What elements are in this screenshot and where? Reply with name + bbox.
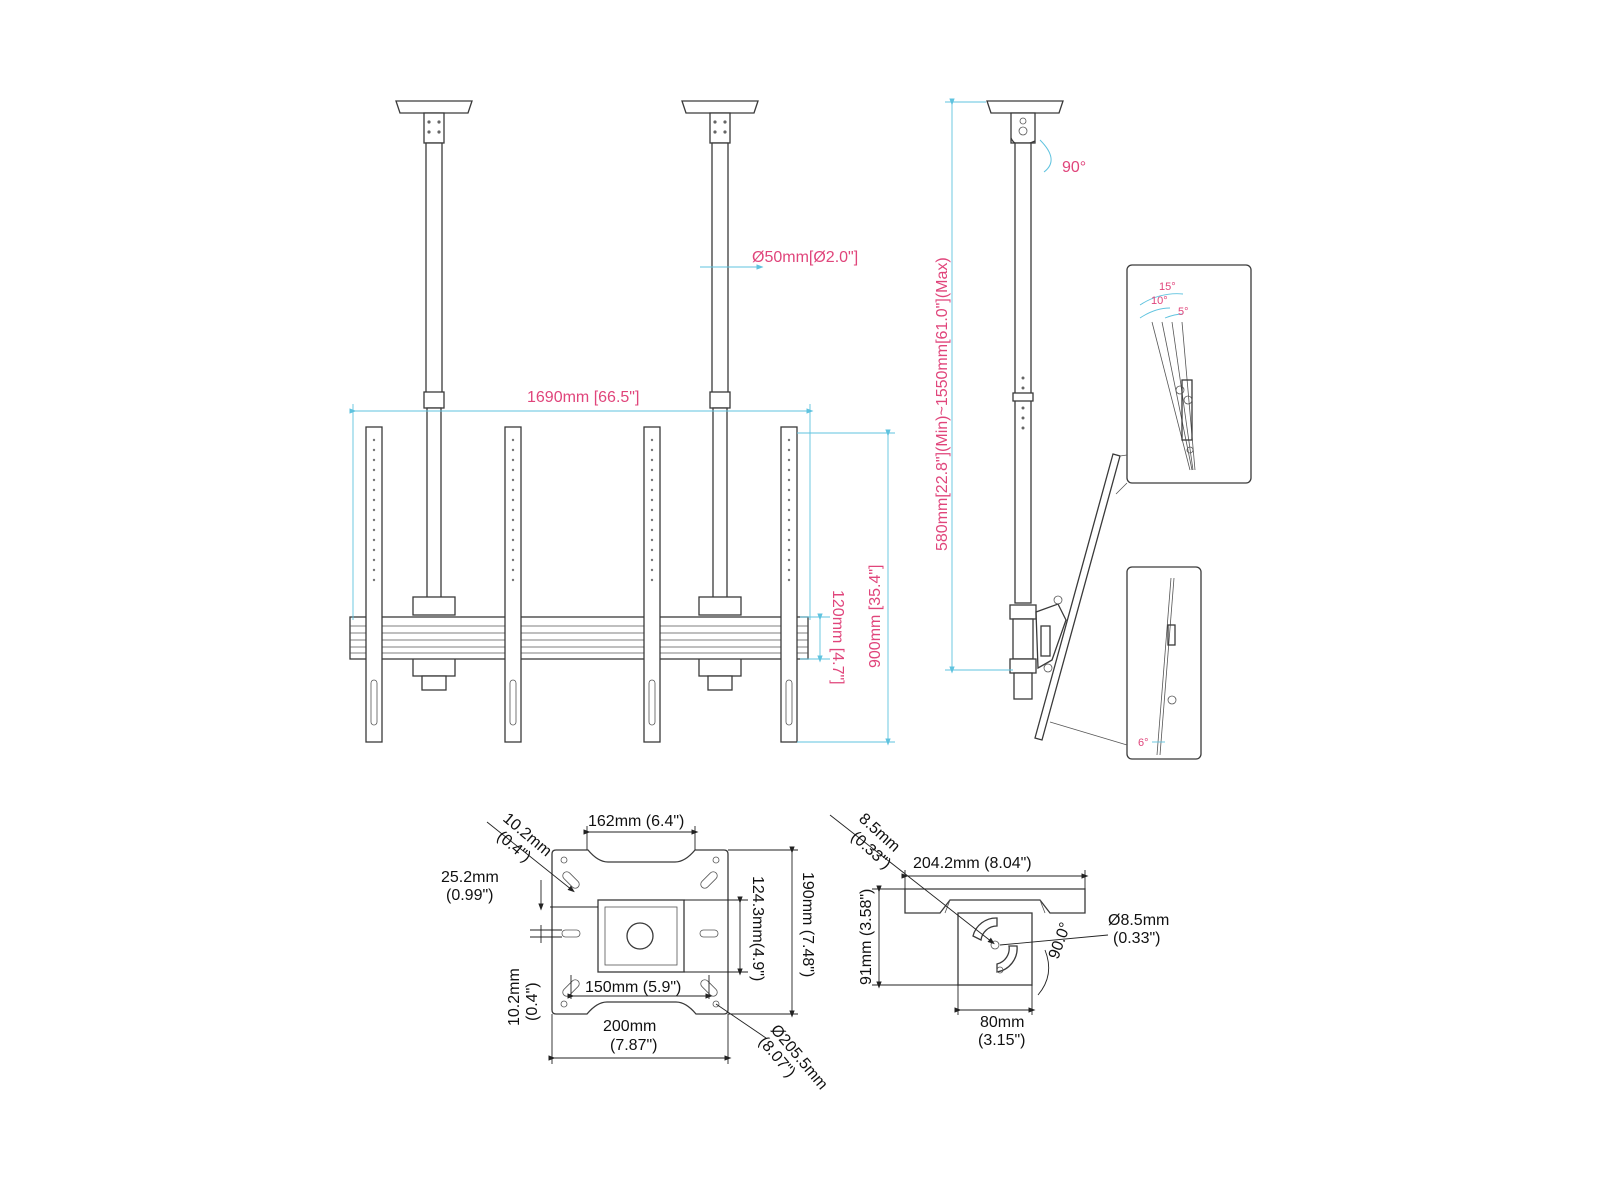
tilt-15-label: 15° bbox=[1159, 281, 1176, 293]
upright-height-label: 900mm [35.4"] bbox=[867, 564, 884, 668]
tilt-minus-detail-box bbox=[1126, 566, 1202, 760]
plate-offset-label-line2: (0.99") bbox=[446, 887, 493, 904]
tilt-detail-box bbox=[1126, 264, 1252, 484]
plate-top-width-label: 162mm (6.4") bbox=[588, 813, 684, 830]
bracket-height-label: 91mm (3.58") bbox=[858, 889, 875, 985]
pole-diameter-label: Ø50mm[Ø2.0"] bbox=[752, 249, 858, 266]
swivel-angle-label: 90° bbox=[1062, 159, 1086, 176]
bracket-base-label-line2: (3.15") bbox=[978, 1032, 1025, 1049]
plate-slot-label-line2: (0.4") bbox=[524, 982, 541, 1021]
rail-height-label: 120mm [4.7"] bbox=[829, 590, 846, 685]
side-view: 90° 580mm[22.8"](Min)~1550mm[61.0"](Max)… bbox=[934, 98, 1252, 760]
plate-offset-label-line1: 25.2mm bbox=[441, 869, 499, 886]
tilt-5-label: 5° bbox=[1178, 306, 1189, 318]
horizontal-rail bbox=[349, 616, 809, 660]
plate-hole-spacing-label: 150mm (5.9") bbox=[585, 979, 681, 996]
bracket-width-label: 204.2mm (8.04") bbox=[913, 855, 1032, 872]
total-width-label: 1690mm [66.5"] bbox=[527, 389, 639, 406]
ceiling-plate-view: 10.2mm (0.4") 162mm (6.4") 25.2mm (0.99"… bbox=[441, 810, 831, 1093]
plate-width-label-line2: (7.87") bbox=[610, 1037, 657, 1054]
bracket-view: 8.5mm (0.33") 204.2mm (8.04") 91mm (3.58… bbox=[829, 810, 1169, 1049]
right-ceiling-pole bbox=[681, 100, 759, 691]
bracket-angle-label: 90.0° bbox=[1046, 920, 1075, 961]
front-view: Ø50mm[Ø2.0"] 1690mm [66.5"] 120mm [4.7"]… bbox=[349, 100, 895, 746]
plate-inner-height-label: 124.3mm(4.9") bbox=[749, 876, 766, 981]
bracket-diameter-label-line2: (0.33") bbox=[1113, 930, 1160, 947]
tilt-6-label: 6° bbox=[1138, 737, 1149, 749]
plate-slot-label-line1: 10.2mm bbox=[506, 968, 523, 1026]
plate-outer-height-label: 190mm (7.48") bbox=[799, 872, 816, 977]
bracket-base-label-line1: 80mm bbox=[980, 1014, 1024, 1031]
pole-length-label: 580mm[22.8"](Min)~1550mm[61.0"](Max) bbox=[934, 257, 951, 551]
tilt-10-label: 10° bbox=[1151, 295, 1168, 307]
vertical-uprights bbox=[365, 426, 798, 743]
bracket-diameter-label-line1: Ø8.5mm bbox=[1108, 912, 1169, 929]
left-ceiling-pole bbox=[395, 100, 473, 691]
plate-width-label-line1: 200mm bbox=[603, 1018, 656, 1035]
